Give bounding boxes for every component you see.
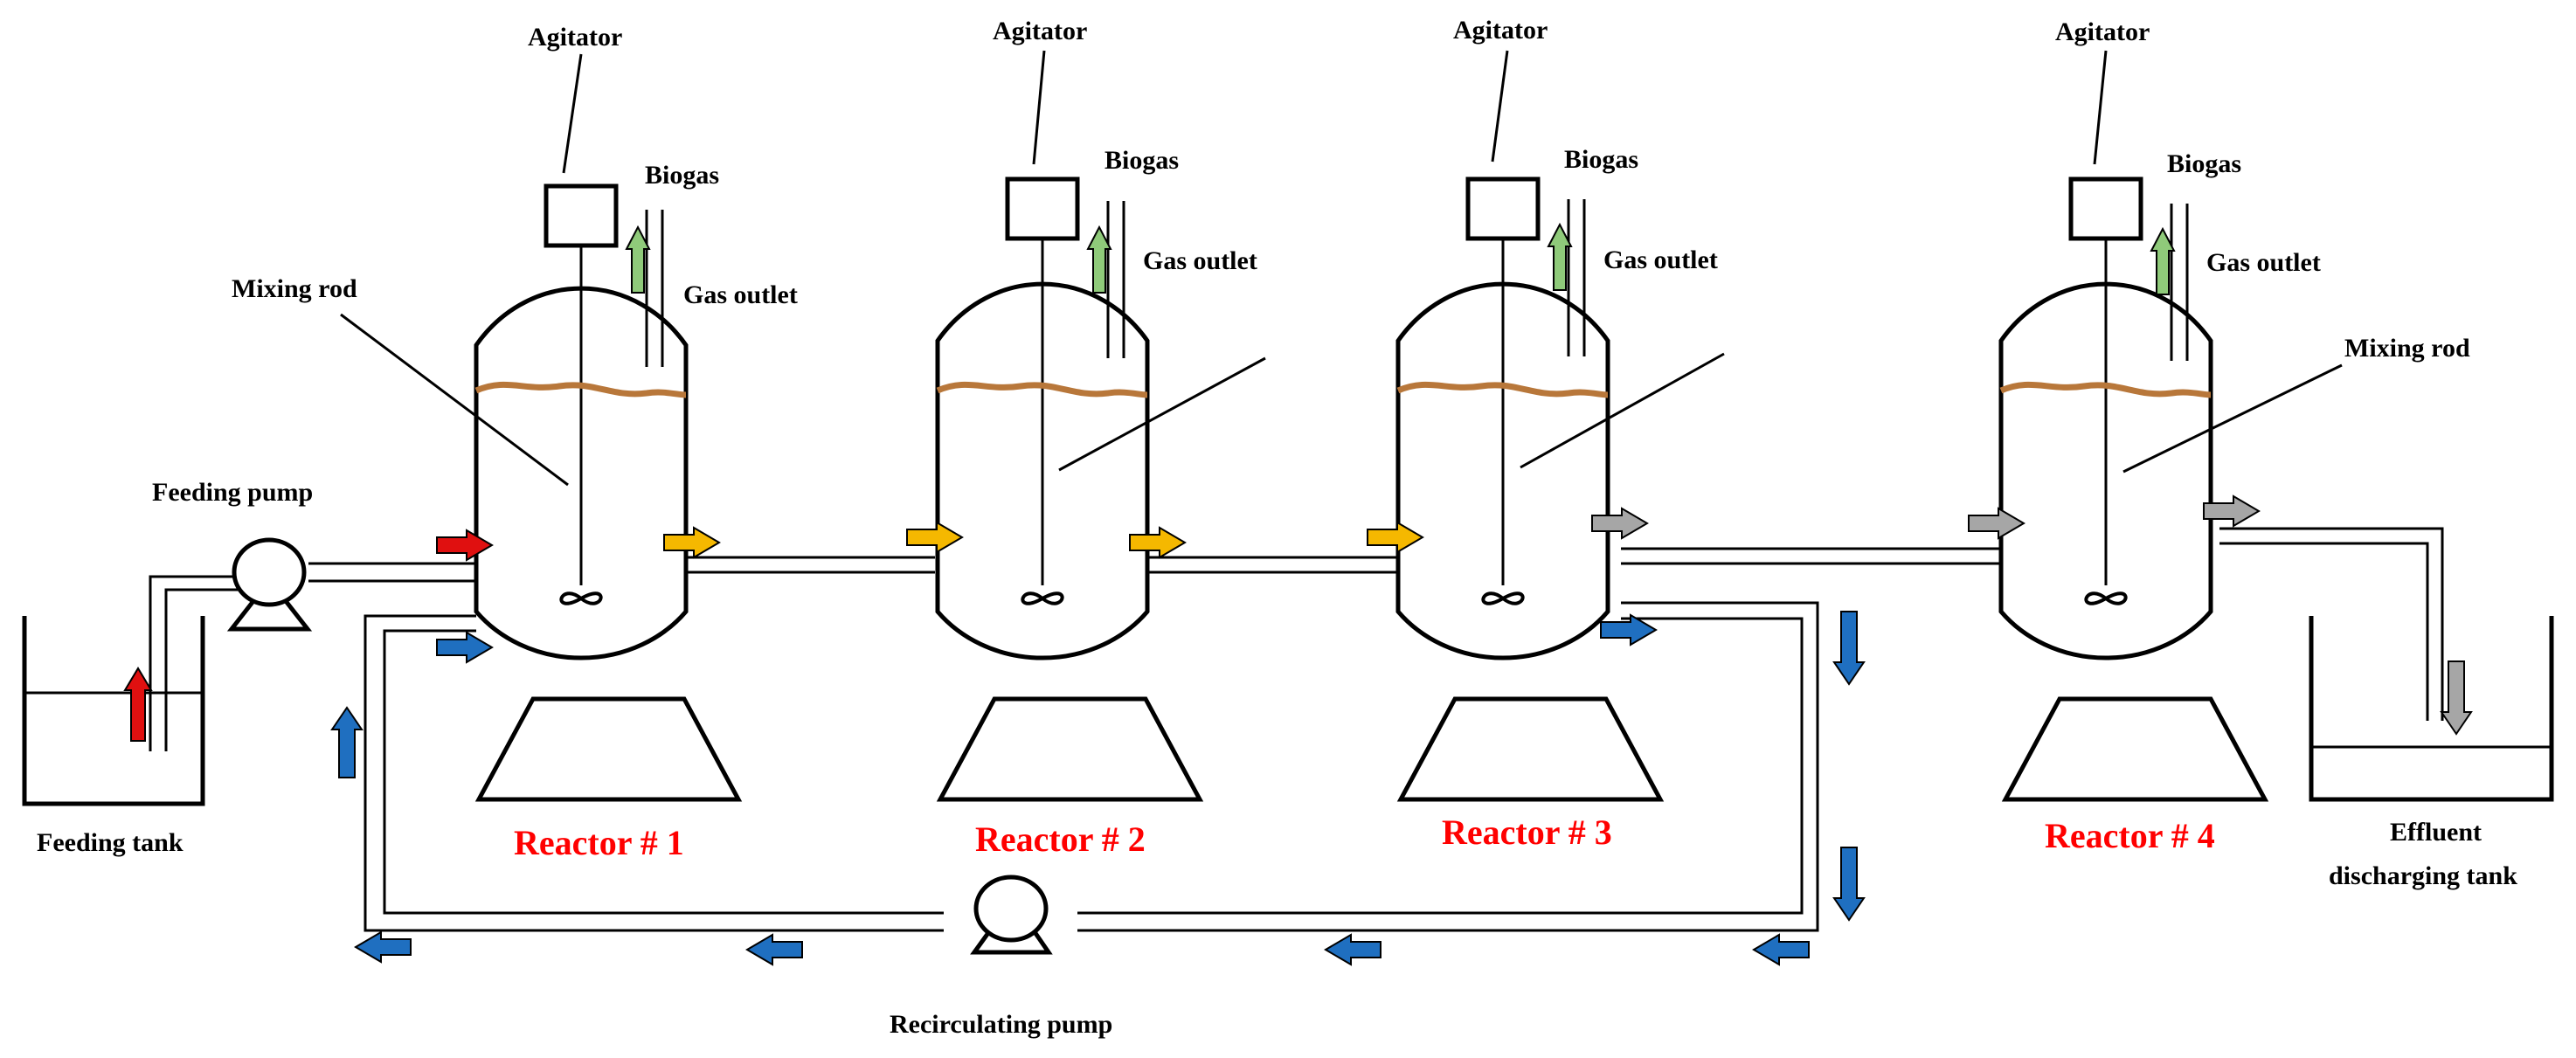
leader-lines	[340, 50, 2343, 487]
feeding-pump-label: Feeding pump	[152, 478, 313, 507]
effluent-discharging-tank	[2309, 616, 2554, 802]
effluent-arrows	[1591, 494, 2473, 736]
mixing-rod-label-4: Mixing rod	[2344, 334, 2470, 363]
effluent-label-line2: discharging tank	[2329, 861, 2517, 890]
reactor-4	[1998, 176, 2269, 802]
recirculation-loop	[364, 601, 1819, 932]
gas-outlet-label-2: Gas outlet	[1143, 246, 1257, 275]
recirculation-arrows	[330, 611, 1866, 966]
effluent-label-line1: Effluent	[2390, 818, 2482, 847]
feed-arrow	[123, 529, 494, 742]
reactor-label-3: Reactor # 3	[1442, 813, 1612, 852]
recirculating-pump	[970, 875, 1053, 955]
feeding-tank-label: Feeding tank	[37, 828, 184, 857]
transfer-arrows	[663, 521, 1424, 559]
biogas-label-3: Biogas	[1564, 145, 1638, 174]
biogas-label-1: Biogas	[645, 161, 719, 190]
feeding-tank	[22, 616, 205, 806]
reactor-label-1: Reactor # 1	[514, 823, 684, 862]
recirculating-pump-label: Recirculating pump	[890, 1010, 1112, 1039]
mixing-rod-label-1: Mixing rod	[232, 274, 357, 303]
gas-outlet-label-1: Gas outlet	[683, 280, 798, 309]
biogas-label-2: Biogas	[1104, 146, 1179, 175]
transfer-pipe-2-3	[1147, 556, 1396, 574]
gas-outlet-pipes	[645, 199, 2189, 367]
reactor-label-4: Reactor # 4	[2045, 816, 2215, 855]
agitator-label-2: Agitator	[993, 17, 1087, 45]
biogas-arrows	[625, 222, 2176, 295]
feeding-pump	[226, 537, 313, 632]
agitator-label-1: Agitator	[528, 23, 622, 52]
transfer-pipe-1-2	[686, 556, 935, 574]
reactor-label-2: Reactor # 2	[975, 819, 1146, 859]
transfer-pipe-3-4	[1621, 547, 2001, 565]
effluent-pipe	[2219, 527, 2444, 721]
gas-outlet-label-4: Gas outlet	[2206, 248, 2321, 277]
agitator-label-4: Agitator	[2055, 17, 2150, 46]
reactor-2	[935, 176, 1204, 802]
gas-outlet-label-3: Gas outlet	[1603, 245, 1718, 274]
reactor-3	[1395, 176, 1665, 802]
agitator-label-3: Agitator	[1453, 16, 1548, 45]
biogas-label-4: Biogas	[2167, 149, 2241, 178]
feed-pipe	[149, 562, 476, 751]
reactor-1	[474, 183, 743, 802]
